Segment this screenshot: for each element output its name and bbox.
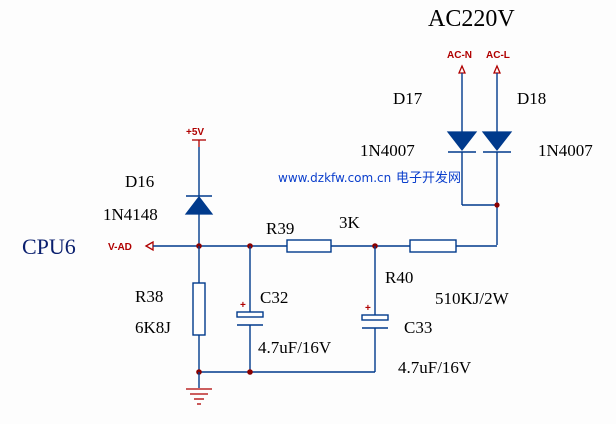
v-ad-arrow-icon — [144, 240, 154, 252]
capacitor-c33 — [361, 314, 389, 321]
watermark-url: www.dzkfw.com.cn — [278, 171, 391, 185]
value-d17: 1N4007 — [360, 141, 415, 160]
ref-r39: R39 — [266, 219, 294, 238]
title-ac220v: AC220V — [428, 6, 515, 32]
value-d16: 1N4148 — [103, 205, 158, 224]
diode-d17 — [446, 131, 478, 151]
diode-d18 — [481, 131, 513, 151]
ref-c33: C33 — [404, 318, 432, 337]
ref-d18: D18 — [517, 89, 546, 108]
ref-d17: D17 — [393, 89, 423, 108]
resistor-r40 — [409, 239, 457, 253]
net-label-ac-l: AC-L — [486, 50, 510, 61]
ref-d16: D16 — [125, 172, 154, 191]
value-c32: 4.7uF/16V — [258, 338, 332, 357]
capacitor-c32 — [236, 311, 264, 318]
value-r40: 510KJ/2W — [435, 289, 510, 308]
ref-c32: C32 — [260, 288, 288, 307]
net-label-ac-n: AC-N — [447, 50, 472, 61]
polarity-c32-icon: + — [240, 300, 246, 311]
watermark-site: 电子开发网 — [396, 170, 461, 186]
junction-node — [494, 202, 500, 208]
value-r39: 3K — [339, 213, 361, 232]
resistor-r38 — [192, 282, 206, 336]
ground-icon — [186, 388, 212, 405]
ref-r38: R38 — [135, 287, 163, 306]
value-d18: 1N4007 — [538, 141, 593, 160]
net-label-v-ad: V-AD — [108, 242, 132, 253]
ac-n-arrow-icon — [458, 64, 466, 74]
resistor-r39 — [286, 239, 332, 253]
ref-r40: R40 — [385, 268, 413, 287]
net-label-plus5v: +5V — [186, 127, 204, 138]
ac-l-arrow-icon — [493, 64, 501, 74]
diode-d16 — [184, 196, 214, 215]
cpu-label: CPU6 — [22, 234, 76, 259]
value-c33: 4.7uF/16V — [398, 358, 472, 377]
polarity-c33-icon: + — [365, 303, 371, 314]
node-gnd-c32 — [247, 369, 253, 375]
value-r38: 6K8J — [135, 318, 171, 337]
